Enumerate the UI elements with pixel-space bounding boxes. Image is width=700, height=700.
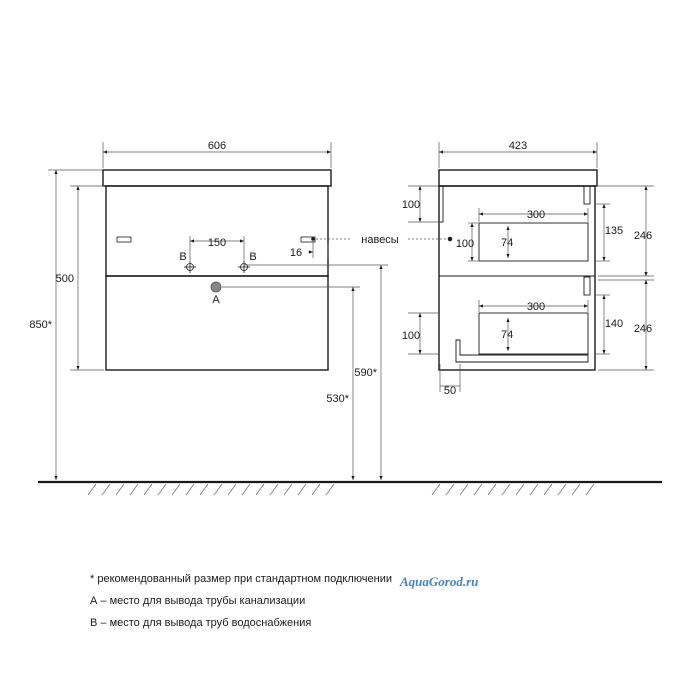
front-view	[102, 169, 332, 371]
cabinet-front-bottom	[105, 275, 329, 371]
countertop-front	[102, 169, 332, 187]
side-dims	[408, 142, 654, 392]
drawer-bottom-side	[478, 312, 589, 355]
dim-16: 16	[290, 247, 302, 259]
dim-drawer-bottom-300: 300	[527, 301, 545, 313]
note-b: В – место для вывода труб водоснабжения	[90, 617, 312, 629]
dim-side-top-100: 100	[402, 199, 420, 211]
hinge-label: навесы	[361, 234, 399, 246]
dim-drawer-bottom-74: 74	[501, 329, 513, 341]
floor	[38, 480, 662, 496]
label-b-left: B	[179, 251, 186, 263]
legend-notes: * рекомендованный размер при стандартном…	[90, 568, 392, 634]
side-details	[438, 185, 595, 363]
dim-side-bottom-100: 100	[402, 330, 420, 342]
label-b-right: B	[249, 251, 256, 263]
dim-side-hinge-100: 100	[456, 238, 474, 250]
handle-left-icon	[116, 236, 132, 243]
dimension-labels: 606 500 850* 150 B B A 16 навесы 590* 53…	[29, 140, 652, 405]
hanger-top-side	[438, 185, 444, 223]
front-stop-bottom	[583, 276, 591, 296]
leg-side	[455, 339, 589, 363]
front-stop-top	[583, 185, 591, 205]
watermark-logo: AquaGorod.ru	[400, 574, 479, 589]
dim-423: 423	[509, 140, 527, 152]
hinge-dot-front	[311, 237, 315, 241]
cabinet-front-top	[105, 185, 329, 277]
dim-530: 530*	[326, 393, 349, 405]
dim-135: 135	[605, 225, 623, 237]
countertop-side	[438, 169, 598, 187]
dim-500: 500	[56, 273, 74, 285]
dim-246-bottom: 246	[634, 323, 652, 335]
note-a: А – место для вывода трубы канализации	[90, 595, 306, 607]
dim-drawer-top-300: 300	[527, 209, 545, 221]
dim-850: 850*	[29, 319, 52, 331]
cabinet-side	[438, 185, 596, 371]
hinge-right-icon	[300, 236, 316, 243]
dim-50: 50	[444, 385, 456, 397]
side-view	[438, 169, 598, 371]
dim-590: 590*	[354, 367, 377, 379]
pipe-a-icon	[210, 281, 222, 293]
dim-140: 140	[605, 318, 623, 330]
label-a: A	[212, 294, 220, 306]
front-dims	[48, 142, 448, 480]
hinge-dot-side	[447, 236, 453, 242]
dim-drawer-top-74: 74	[501, 237, 513, 249]
dim-606: 606	[208, 140, 226, 152]
drawer-top-side	[478, 222, 589, 262]
note-recommended: * рекомендованный размер при стандартном…	[90, 573, 392, 585]
dim-246-top: 246	[634, 230, 652, 242]
dim-150: 150	[208, 237, 226, 249]
